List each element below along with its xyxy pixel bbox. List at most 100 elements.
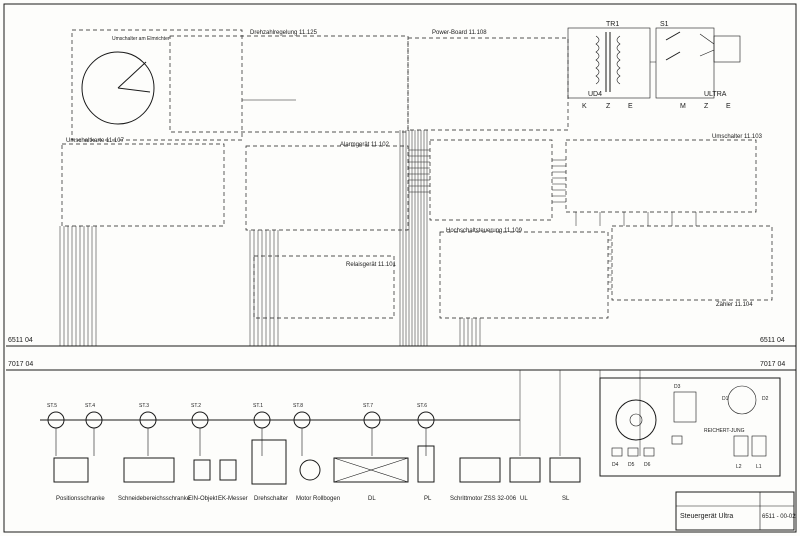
- panel-digit-right: [751, 435, 767, 457]
- wire-bus: [59, 61, 697, 456]
- panel-gauge: [727, 385, 757, 415]
- control-panel: [599, 377, 781, 477]
- label-ein-objekt: EIN-Objekt: [188, 496, 218, 502]
- panel-l1: L1: [756, 464, 762, 470]
- panel-d4: D4: [612, 462, 619, 468]
- s1-block: [655, 27, 715, 99]
- connector-label: ST.3: [139, 403, 149, 409]
- connector-label: ST.8: [293, 403, 303, 409]
- power-board-module: [407, 37, 569, 131]
- panel-d6: D6: [644, 462, 651, 468]
- ud4-label: UD4: [588, 91, 602, 98]
- ultra-label: ULTRA: [704, 91, 727, 98]
- alarmgerat-module: [245, 145, 409, 231]
- device-row: [53, 439, 581, 485]
- label-schrittmotor: Schrittmotor ZSS 32-006: [450, 496, 517, 502]
- mains-box: [713, 35, 741, 63]
- umschalter-right-label: Umschalter 11.103: [712, 134, 763, 140]
- panel-display: [673, 391, 697, 423]
- label-sl: SL: [562, 496, 570, 502]
- device-drehschalter: [251, 439, 287, 485]
- ref-right-bottom: 7017 04: [760, 361, 785, 368]
- drawing-border: [3, 3, 797, 533]
- drehzahl-module: [169, 35, 409, 133]
- dial-pointer: [117, 87, 151, 93]
- label-drehschalter: Drehschalter: [254, 496, 288, 502]
- ref-left-bottom: 7017 04: [8, 361, 33, 368]
- label-positionsschranke: Positionsschranke: [56, 496, 105, 502]
- rotary-switch-dial: [81, 51, 155, 125]
- digit-label: E: [726, 103, 731, 110]
- s1-label: S1: [660, 21, 669, 28]
- digit-label: Z: [606, 103, 611, 110]
- digit-group-left: K Z E: [582, 103, 633, 110]
- tr1-label: TR1: [606, 21, 619, 28]
- connector-label: ST.7: [363, 403, 373, 409]
- title-block: [675, 491, 795, 531]
- label-ul: UL: [520, 496, 528, 502]
- s1-switch: [665, 31, 715, 61]
- connector-label: ST.1: [253, 403, 263, 409]
- dial-pointer: [117, 61, 147, 89]
- dial-circle: [81, 51, 155, 125]
- digit-label: Z: [704, 103, 709, 110]
- hochschalt-label: Hochschaltsteuerung 11.109: [446, 228, 523, 234]
- digit-label: E: [628, 103, 633, 110]
- panel-digit-left: [733, 435, 749, 457]
- power-board-label: Power-Board 11.108: [432, 30, 487, 36]
- panel-brand: REICHERT-JUNG: [704, 428, 745, 434]
- panel-d3: D3: [674, 384, 681, 390]
- ref-right-top: 6511 04: [760, 337, 785, 344]
- zahler-module: [611, 225, 773, 301]
- label-schnellbereich: Schneidebereichsschranke: [118, 496, 191, 502]
- title-text: Steuergerät Ultra: [680, 513, 733, 520]
- panel-content: [611, 385, 767, 457]
- device-sl: [549, 457, 581, 483]
- device-ul: [509, 457, 541, 483]
- transformer-symbol: [595, 32, 621, 92]
- label-ek-messer: EK-Messer: [218, 496, 248, 502]
- umschalter-right-module: [565, 139, 757, 213]
- device-dl: [333, 457, 409, 483]
- ref-left-top: 6511 04: [8, 337, 33, 344]
- panel-lamp: [627, 447, 639, 457]
- hochschalt-module: [439, 231, 609, 319]
- label-dl: DL: [368, 496, 376, 502]
- panel-knob-center: [629, 413, 643, 427]
- zahler-label: Zähler 11.104: [716, 302, 753, 308]
- connector-label: ST.6: [417, 403, 427, 409]
- drehzahl-label: Drehzahlregelung 11.125: [250, 30, 318, 36]
- relaisgerat-label: Relaisgerät 11.101: [346, 262, 397, 268]
- alarmgerat-label: Alarmgerät 11.102: [340, 142, 390, 148]
- hochschalt-upper: [429, 139, 553, 221]
- umschaltkarte-module: [61, 143, 225, 227]
- digit-label: K: [582, 103, 587, 110]
- device-schnellbereich: [123, 457, 175, 483]
- panel-d1: D1: [722, 396, 729, 402]
- device-positionsschranke: [53, 457, 89, 483]
- panel-lamp: [643, 447, 655, 457]
- panel-knob: [615, 399, 657, 441]
- device-pl: [417, 445, 435, 483]
- device-ein-objekt: [193, 459, 211, 481]
- dial-frame: [71, 29, 243, 141]
- digit-group-right: M Z E: [680, 103, 731, 110]
- connector-label: ST.5: [47, 403, 57, 409]
- device-motor: [299, 459, 321, 481]
- dial-label: Umschalter am Elmrichter: [112, 36, 170, 42]
- label-motor: Motor Rollbogen: [296, 496, 340, 502]
- label-pl: PL: [424, 496, 432, 502]
- panel-d2: D2: [762, 396, 769, 402]
- umschaltkarte-label: Umschaltkarte 11.107: [66, 138, 125, 144]
- panel-lamp: [671, 435, 683, 445]
- doc-number: 6511 - 00-02: [762, 514, 796, 520]
- connector-label: ST.2: [191, 403, 201, 409]
- transformer-block: [567, 27, 651, 99]
- device-schrittmotor: [459, 457, 501, 483]
- panel-l2: L2: [736, 464, 742, 470]
- device-ek-messer: [219, 459, 237, 481]
- digit-label: M: [680, 103, 686, 110]
